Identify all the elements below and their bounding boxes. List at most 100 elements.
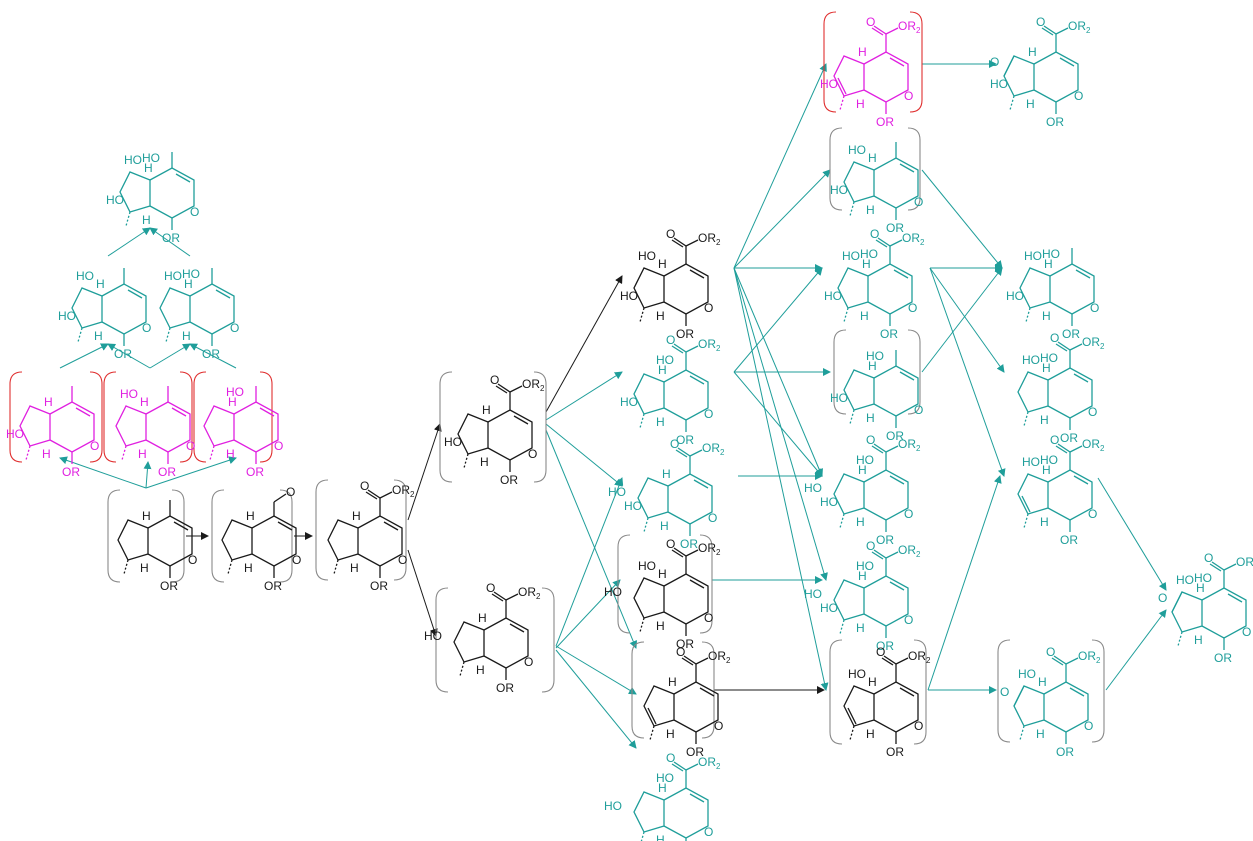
h-label: H <box>660 519 669 533</box>
ho-label: HO <box>830 391 848 405</box>
reaction-arrow-15 <box>545 371 623 421</box>
ring-oxygen: O <box>142 321 151 335</box>
or-label: OR <box>676 327 694 341</box>
ho-label: HO <box>820 77 838 91</box>
ring-oxygen: O <box>714 719 723 733</box>
ho-label: HO <box>444 435 462 449</box>
ho-label: HO <box>604 585 622 599</box>
r2-subscript: 2 <box>1086 26 1091 35</box>
ho-label: HO <box>1194 571 1212 585</box>
bracket-2 <box>211 489 293 583</box>
ring-oxygen: O <box>914 719 923 733</box>
or2-label: OR2 <box>898 437 921 453</box>
h-label: H <box>1194 633 1203 647</box>
ho-label: HO <box>226 385 244 399</box>
h-label: H <box>656 309 665 323</box>
h-label: H <box>1026 97 1035 111</box>
carbonyl-oxygen: O <box>1036 15 1045 29</box>
r2-subscript: 2 <box>1100 342 1105 351</box>
reaction-arrow-31 <box>733 267 823 373</box>
or2-label: OR2 <box>1082 437 1105 453</box>
ho-label: HO <box>656 353 674 367</box>
or-label: OR <box>370 579 388 593</box>
h-label: H <box>658 781 667 795</box>
or-label: OR <box>880 327 898 341</box>
ring-oxygen: O <box>186 439 195 453</box>
h-label: H <box>856 515 865 529</box>
reaction-arrow-32 <box>733 371 823 477</box>
ho-label: HO <box>58 309 76 323</box>
bracket-10 <box>829 639 927 745</box>
epoxide-oxygen: O <box>1158 591 1167 605</box>
or2-label: OR2 <box>1236 555 1253 571</box>
h-label: H <box>138 447 147 461</box>
ring-oxygen: O <box>904 613 913 627</box>
ho-label: HO <box>1042 247 1060 261</box>
h-label: H <box>1196 581 1205 595</box>
r2-subscript: 2 <box>536 592 541 601</box>
reaction-arrow-39 <box>929 267 1006 477</box>
reaction-arrow-20 <box>555 649 637 749</box>
or2-label: OR2 <box>702 441 725 457</box>
h-label: H <box>352 509 361 523</box>
h-label: H <box>246 509 255 523</box>
or-label: OR <box>62 465 80 479</box>
h-label: H <box>476 663 485 677</box>
ho-label: HO <box>804 587 822 601</box>
ho-label: HO <box>1040 453 1058 467</box>
reaction-arrow-7 <box>189 343 237 369</box>
or-label: OR <box>202 347 220 361</box>
or-label: OR <box>496 681 514 695</box>
h-label: H <box>868 359 877 373</box>
carbonyl-oxygen: O <box>1050 433 1059 447</box>
h-label: H <box>862 257 871 271</box>
ring-oxygen: O <box>188 553 197 567</box>
reaction-arrow-12 <box>407 423 442 521</box>
ho-label: HO <box>860 247 878 261</box>
ring-oxygen: O <box>90 439 99 453</box>
or-label: OR <box>676 433 694 447</box>
ring-oxygen: O <box>704 407 713 421</box>
ho-label: HO <box>604 799 622 813</box>
ring-oxygen: O <box>1090 301 1099 315</box>
carbonyl-oxygen: O <box>666 227 675 241</box>
or2-label: OR2 <box>522 377 545 393</box>
h-label: H <box>244 561 253 575</box>
h-label: H <box>1040 413 1049 427</box>
reaction-arrow-43 <box>1105 609 1167 691</box>
h-label: H <box>478 611 487 625</box>
or2-label: OR2 <box>518 585 541 601</box>
h-label: H <box>866 203 875 217</box>
ring-oxygen: O <box>230 321 239 335</box>
ho-label: HO <box>824 289 842 303</box>
carbonyl-oxygen: O <box>866 539 875 553</box>
or2-label: OR2 <box>902 231 925 247</box>
r2-subscript: 2 <box>720 448 725 457</box>
ho-label: HO <box>1040 351 1058 365</box>
reaction-arrow-9 <box>149 227 191 257</box>
ho-label: HO <box>608 485 626 499</box>
or-label: OR <box>686 745 704 759</box>
h-label: H <box>858 463 867 477</box>
ring-oxygen: O <box>708 511 717 525</box>
r2-subscript: 2 <box>916 26 921 35</box>
ho-label: HO <box>620 395 638 409</box>
h-label: H <box>228 395 237 409</box>
h-label: H <box>866 411 875 425</box>
h-label: H <box>144 161 153 175</box>
carbonyl-oxygen: O <box>1050 331 1059 345</box>
h-label: H <box>226 447 235 461</box>
ring-oxygen: O <box>274 439 283 453</box>
ho-label: HO <box>624 499 642 513</box>
aldehyde-oxygen: O <box>286 485 295 499</box>
